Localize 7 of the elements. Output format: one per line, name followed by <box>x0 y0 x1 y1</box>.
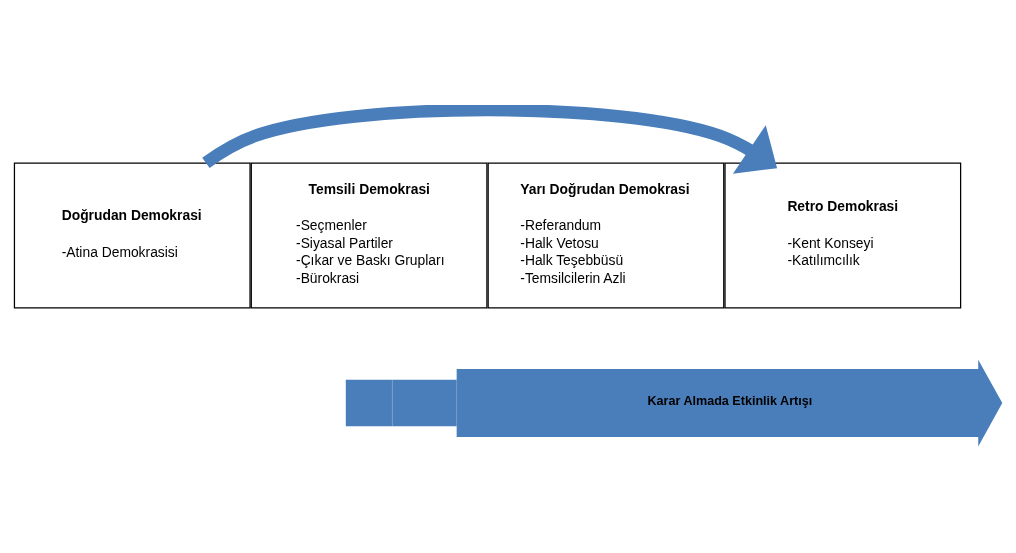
node-box: Retro Demokrasi -Kent Konseyi -Katılımcılık <box>724 161 962 308</box>
node-box <box>392 379 457 426</box>
node-box <box>345 379 393 426</box>
node-box: Temsili Demokrasi -Seçmenler -Siyasal Partiler -Çıkar ve Baskı Grupları -Bürokrasi <box>250 161 488 308</box>
node-box: Yarı Doğrudan Demokrasi -Referandum -Halk Vetosu -Halk Teşebbüsü -Temsilcilerin Azli <box>487 161 725 308</box>
arrow <box>202 104 778 174</box>
node-box: Doğrudan Demokrasi -Atina Demokrasisi <box>13 161 251 308</box>
